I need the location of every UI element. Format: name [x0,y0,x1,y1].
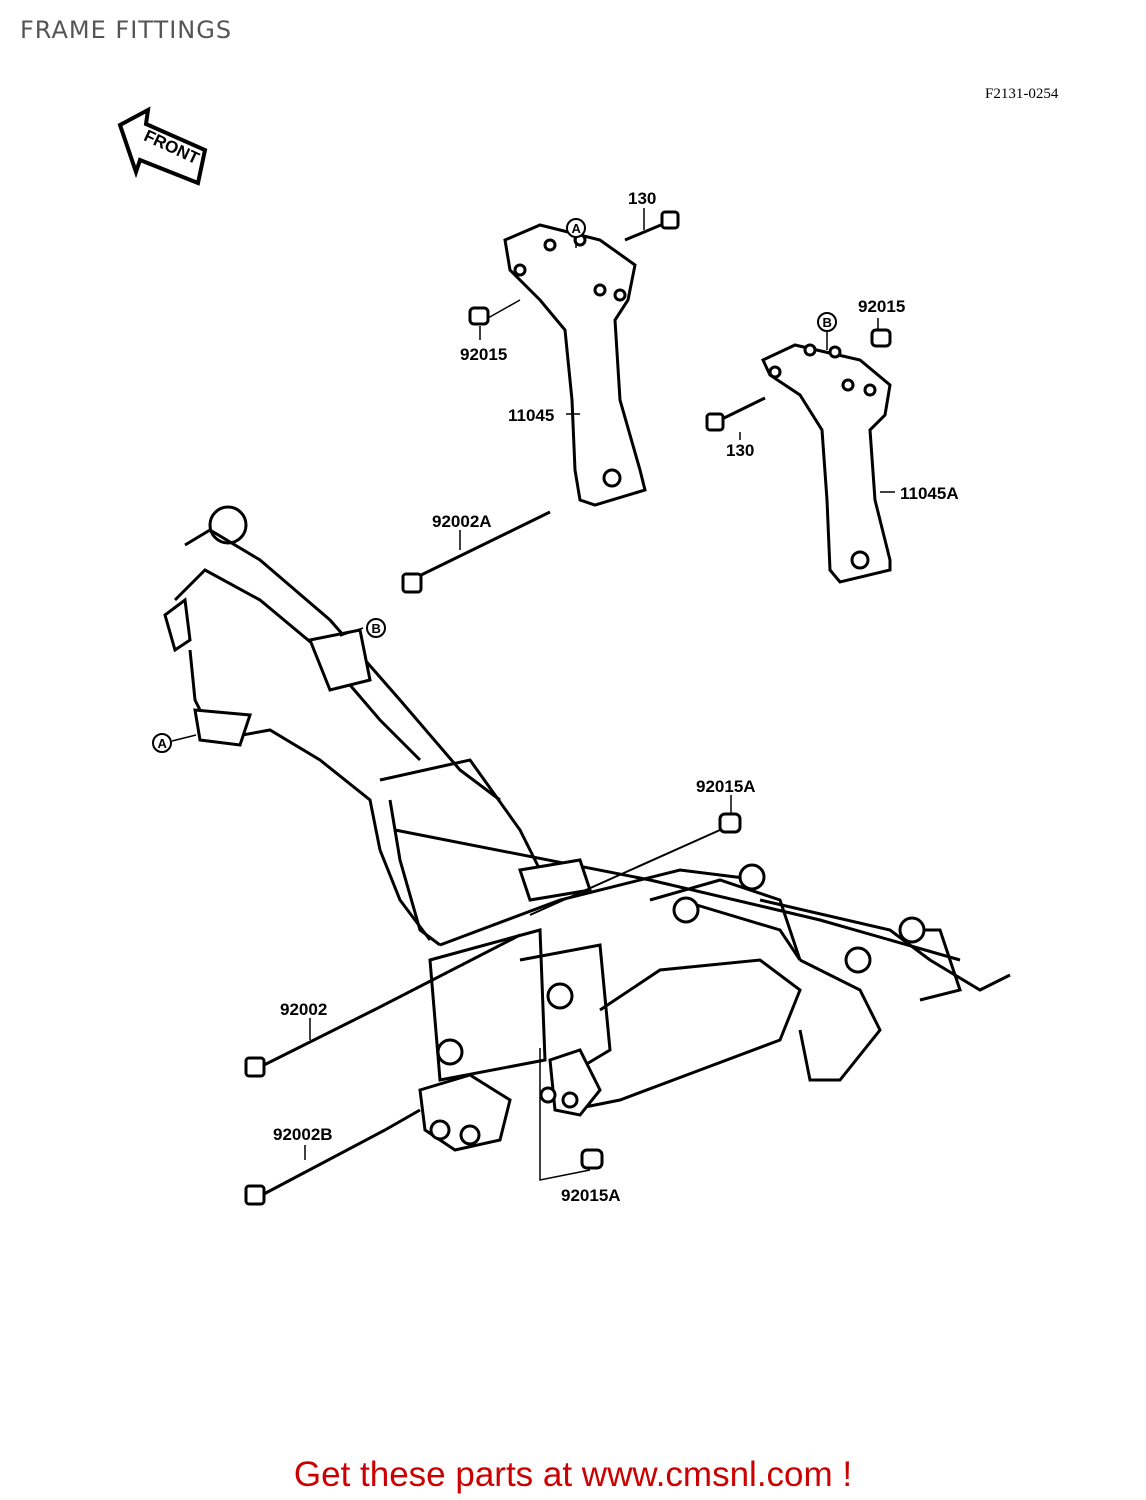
diagram-code: F2131-0254 [985,86,1059,102]
leader-92015A-upper [529,829,721,916]
bolt-92002B [244,1108,421,1206]
parts-diagram: FRONT [117,106,1011,1206]
nut-92015A-upper [718,812,742,834]
frame-body [163,505,1011,1152]
nut-92015A-lower [580,1148,604,1170]
front-arrow-icon: FRONT [117,106,208,186]
bolt-130-right [705,396,766,432]
bracket-11045 [503,223,647,507]
callout-a-top: A [566,218,586,238]
part-label-92002B: 92002B [273,1125,333,1144]
part-label-11045A: 11045A [900,484,959,503]
part-label-92002: 92002 [280,1000,327,1019]
part-label-92002A: 92002A [432,512,492,531]
callout-b-frame: B [366,618,386,638]
cta-link[interactable]: Get these parts at www.cmsnl.com ! [293,1455,853,1494]
bracket-11045A [761,343,892,584]
part-label-11045: 11045 [508,406,554,425]
leader-lines [171,208,895,1181]
callout-a-top-label: A [572,221,582,236]
part-label-130-right: 130 [726,441,754,460]
part-label-92015A-lower: 92015A [561,1186,621,1205]
bolt-92002A [401,510,551,594]
page-title: FRAME FITTINGS [20,16,233,44]
part-label-92015-left: 92015 [460,345,507,364]
part-label-92015-right: 92015 [858,297,905,316]
bolt-92002 [244,933,521,1078]
nut-92015-left [468,306,490,326]
nut-92015-right [870,328,892,348]
callout-b-top: B [817,312,837,332]
bolt-130-top [624,210,680,242]
part-label-92015A-upper: 92015A [696,777,756,796]
callout-b-frame-label: B [372,621,381,636]
callout-a-frame: A [152,733,172,753]
part-label-130-top: 130 [628,189,656,208]
callout-b-top-label: B [823,315,832,330]
callout-a-frame-label: A [158,736,168,751]
